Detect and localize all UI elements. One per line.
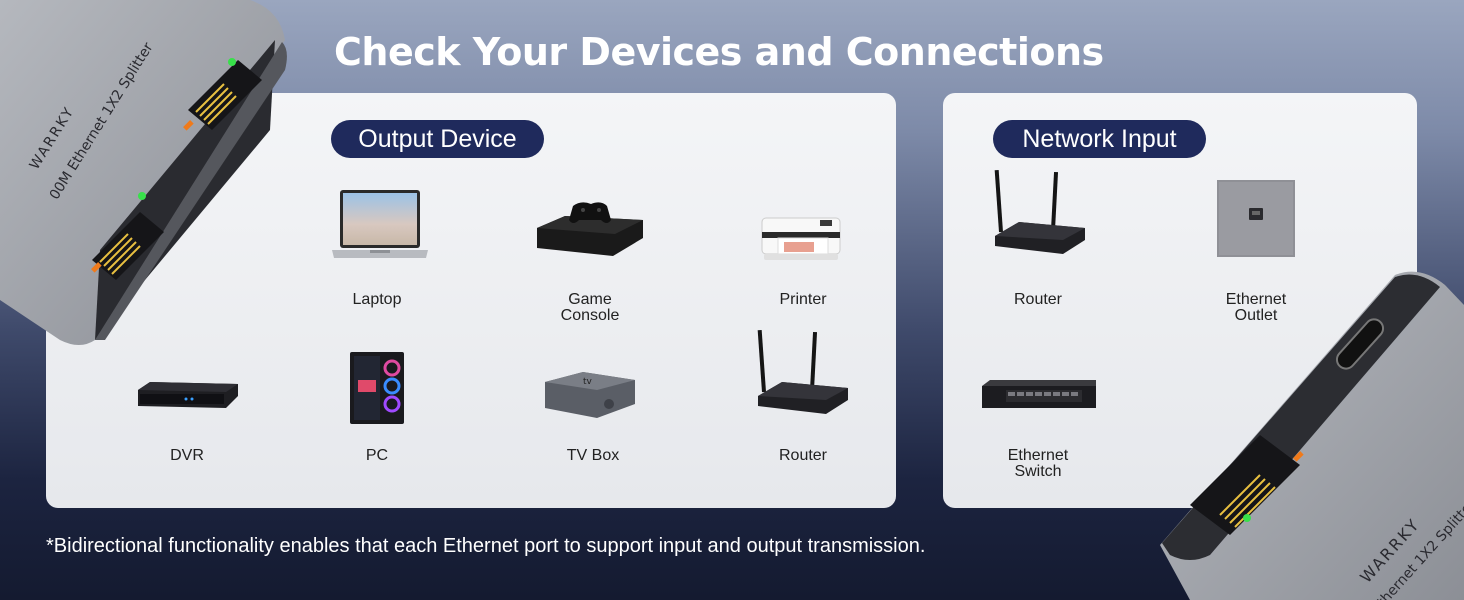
device-label: Router (1013, 291, 1063, 308)
splitter-product-image-right: WARRKY Ethernet 1X2 Splitter (1160, 271, 1464, 600)
laptop-icon (332, 190, 428, 258)
footnote: *Bidirectional functionality enables tha… (46, 535, 926, 557)
ethernet-outlet-icon (1217, 180, 1295, 257)
device-router: Router (713, 448, 893, 464)
device-laptop: Laptop (287, 292, 467, 308)
router-icon (994, 170, 1085, 254)
device-router: Router (948, 292, 1128, 308)
device-label: Printer (779, 291, 827, 308)
splitter-product-image-left: 00M Ethernet 1X2 Splitter WARRKY (0, 0, 287, 345)
device-dvr: DVR (97, 448, 277, 464)
device-label: Laptop (352, 291, 402, 308)
device-label: TV Box (566, 447, 620, 464)
svg-text:tv: tv (583, 377, 593, 387)
dvr-icon (138, 382, 238, 408)
device-pc: PC (287, 448, 467, 464)
printer-icon (761, 217, 841, 260)
device-ethernet-switch: Ethernet Switch (948, 448, 1128, 480)
tv-box-icon: tv (545, 372, 635, 418)
device-label: Ethernet Outlet (1225, 291, 1287, 324)
pc-icon (350, 352, 404, 424)
led-green-icon (228, 58, 236, 66)
device-label: Game Console (560, 291, 620, 324)
device-game-console: Game Console (500, 292, 680, 324)
output-device-heading: Output Device (331, 120, 544, 158)
device-printer: Printer (713, 292, 893, 308)
device-tv-box: TV Box (503, 448, 683, 464)
device-label: Router (778, 447, 828, 464)
device-label: DVR (170, 447, 204, 464)
device-label: Ethernet Switch (1007, 447, 1069, 480)
game-console-icon (537, 202, 643, 256)
device-ethernet-outlet: Ethernet Outlet (1166, 292, 1346, 324)
ethernet-switch-icon (982, 380, 1096, 408)
page-title: Check Your Devices and Connections (334, 30, 1104, 74)
device-label: PC (365, 447, 389, 464)
router-icon (757, 330, 848, 414)
network-input-heading: Network Input (993, 120, 1206, 158)
